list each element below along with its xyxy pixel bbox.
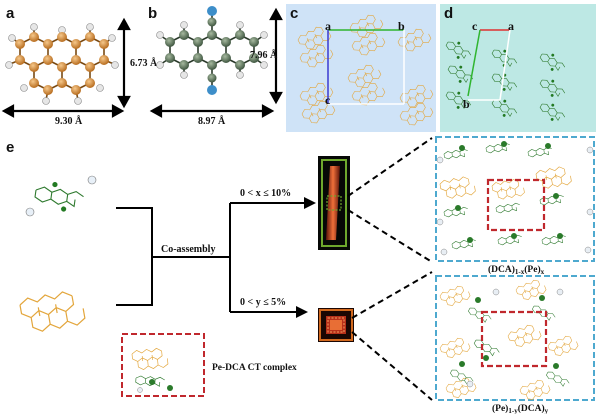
panel-label-b: b bbox=[148, 5, 157, 22]
upper-zoom-box bbox=[435, 136, 595, 262]
panel-c: c a b c bbox=[286, 4, 436, 132]
zoom-lines bbox=[347, 137, 433, 401]
perylene-ball-model bbox=[5, 23, 119, 105]
height-label-b: 7.96 Å bbox=[250, 49, 278, 61]
lower-condition-label: 0 < y ≤ 5% bbox=[240, 297, 286, 308]
lower-zoom-box bbox=[435, 275, 595, 403]
lower-formula: (Pe)1-y(DCA)y bbox=[492, 403, 549, 414]
arrow-head-upper bbox=[304, 197, 316, 209]
axis-label-c-a: a bbox=[325, 19, 331, 33]
axis-label-c-b: b bbox=[398, 19, 405, 33]
ct-box-upper bbox=[486, 178, 546, 232]
width-label-a: 9.30 Å bbox=[55, 115, 83, 127]
ct-box-lower bbox=[480, 310, 548, 368]
perylene-molecule-input bbox=[18, 288, 87, 335]
panel-b: b bbox=[148, 5, 283, 127]
panel-d: d c a b bbox=[440, 4, 596, 132]
panel-e: e Co-assembly 0 < x ≤ 10% 0 < y ≤ 5% bbox=[6, 136, 595, 414]
axis-label-d-a: a bbox=[508, 19, 514, 33]
panel-label-d: d bbox=[444, 5, 453, 22]
panel-label-a: a bbox=[6, 5, 15, 22]
axis-label-d-c: c bbox=[472, 19, 478, 33]
dca-ball-model bbox=[156, 6, 268, 95]
axis-label-d-b: b bbox=[463, 97, 470, 111]
panel-label-e: e bbox=[6, 139, 14, 156]
ct-complex-legend bbox=[121, 333, 205, 397]
axis-label-c-c: c bbox=[325, 93, 331, 107]
axis-c-b bbox=[467, 29, 481, 97]
height-label-a: 6.73 Å bbox=[130, 57, 158, 69]
width-label-b: 8.97 Å bbox=[198, 115, 226, 127]
square-crystal-image bbox=[318, 308, 354, 342]
dimension-arrows-b bbox=[149, 7, 283, 118]
panel-c-background bbox=[286, 4, 436, 132]
upper-formula: (DCA)1-x(Pe)x bbox=[488, 264, 545, 276]
panel-a: a bbox=[1, 5, 158, 127]
upper-condition-label: 0 < x ≤ 10% bbox=[240, 188, 291, 199]
panel-d-background bbox=[440, 4, 596, 132]
dimension-arrows-a bbox=[1, 17, 131, 118]
coassembly-bracket bbox=[116, 202, 308, 313]
panel-label-c: c bbox=[290, 5, 298, 22]
dca-molecule-input bbox=[25, 175, 97, 217]
coassembly-label: Co-assembly bbox=[161, 244, 215, 255]
arrow-head-lower bbox=[296, 306, 308, 318]
rod-crystal-image bbox=[318, 156, 350, 250]
ct-complex-label: Pe-DCA CT complex bbox=[212, 363, 297, 373]
